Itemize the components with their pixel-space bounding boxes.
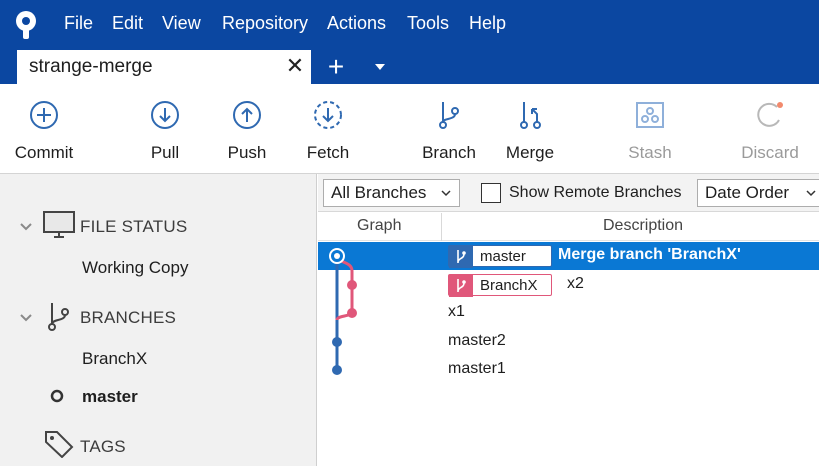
chevron-down-icon: [441, 190, 451, 197]
branch-button[interactable]: Branch: [409, 84, 489, 174]
branch-tag-label: BranchX: [480, 277, 538, 294]
branch-filter-dropdown[interactable]: All Branches: [323, 179, 460, 207]
commit-node: [347, 308, 357, 318]
menu-file[interactable]: File: [64, 13, 94, 33]
show-remote-checkbox[interactable]: [481, 183, 501, 203]
commit-node: [332, 365, 342, 375]
branch-icon: [48, 303, 69, 331]
commit-icon: [30, 101, 58, 129]
tab-label: strange-merge: [29, 56, 153, 77]
chevron-down-icon: [806, 190, 816, 197]
merge-button[interactable]: Merge: [490, 84, 570, 174]
branch-tag-label: master: [480, 248, 526, 265]
column-header: Graph Description: [318, 213, 819, 241]
commit-row[interactable]: master Merge branch 'BranchX': [318, 242, 819, 270]
commit-message: x1: [448, 303, 465, 320]
add-tab-button[interactable]: +: [327, 51, 345, 82]
merge-icon: [520, 102, 541, 129]
discard-button[interactable]: Discard: [730, 84, 810, 174]
commit-log-panel: All Branches Show Remote Branches Date O…: [318, 174, 819, 466]
graph-column-header[interactable]: Graph: [357, 217, 402, 234]
filter-bar: All Branches Show Remote Branches Date O…: [318, 174, 819, 212]
push-label: Push: [227, 143, 267, 162]
pull-icon: [151, 101, 179, 129]
show-remote-label[interactable]: Show Remote Branches: [509, 184, 682, 201]
commit-node: [334, 253, 340, 259]
fetch-button[interactable]: Fetch: [288, 84, 368, 174]
description-column-header[interactable]: Description: [603, 217, 684, 234]
commit-row[interactable]: master1: [318, 356, 819, 384]
fetch-label: Fetch: [306, 143, 350, 162]
menu-bar: File Edit View Repository Actions Tools …: [0, 0, 819, 50]
pull-label: Pull: [150, 143, 180, 162]
commit-message: master2: [448, 332, 506, 349]
branch-icon: [449, 275, 473, 297]
sidebar-item-master[interactable]: master: [82, 387, 138, 406]
branch-tag-master[interactable]: master: [448, 245, 552, 268]
file-status-header[interactable]: FILE STATUS: [80, 217, 188, 236]
menu-repository[interactable]: Repository: [222, 13, 309, 33]
push-icon: [233, 101, 261, 129]
commit-message: Merge branch 'BranchX': [558, 246, 741, 263]
commit-row[interactable]: x1: [318, 299, 819, 327]
sidebar: FILE STATUS Working Copy BRANCHES Branch…: [0, 174, 317, 466]
discard-label: Discard: [741, 143, 799, 162]
commit-node: [332, 337, 342, 347]
fetch-icon: [314, 101, 342, 129]
branch-icon: [439, 102, 459, 129]
commit-row[interactable]: BranchX x2: [318, 271, 819, 299]
column-divider[interactable]: [441, 213, 442, 241]
branch-label: Branch: [422, 143, 476, 162]
current-branch-icon: [50, 389, 64, 403]
commit-node: [347, 280, 357, 290]
push-button[interactable]: Push: [207, 84, 287, 174]
sidebar-item-working-copy[interactable]: Working Copy: [82, 258, 189, 277]
monitor-icon: [43, 211, 75, 238]
chevron-down-icon[interactable]: [19, 313, 33, 323]
commit-label: Commit: [14, 143, 74, 162]
stash-icon: [636, 102, 664, 128]
sidebar-item-branchx[interactable]: BranchX: [82, 349, 148, 368]
tab-strange-merge[interactable]: strange-merge ✕: [17, 50, 311, 84]
tags-header[interactable]: TAGS: [80, 437, 126, 456]
menu-view[interactable]: View: [162, 13, 201, 33]
branch-icon: [449, 246, 473, 268]
stash-button[interactable]: Stash: [610, 84, 690, 174]
stash-label: Stash: [628, 143, 672, 162]
commit-message: x2: [567, 275, 584, 292]
order-value: Date Order: [705, 183, 790, 202]
branches-header[interactable]: BRANCHES: [80, 308, 177, 327]
discard-icon: [757, 102, 783, 127]
menu-tools[interactable]: Tools: [407, 13, 450, 33]
pull-button[interactable]: Pull: [125, 84, 205, 174]
toolbar: Commit Pull Push Fetch Branch: [0, 84, 819, 174]
chevron-down-icon[interactable]: [19, 222, 33, 232]
order-dropdown[interactable]: Date Order: [697, 179, 819, 207]
commit-graph: [329, 248, 357, 375]
tab-strip: strange-merge ✕ +: [0, 50, 819, 84]
branch-tag-branchx[interactable]: BranchX: [448, 274, 552, 297]
branch-filter-value: All Branches: [331, 183, 427, 202]
menu-help[interactable]: Help: [469, 13, 507, 33]
commit-button[interactable]: Commit: [4, 84, 84, 174]
close-icon[interactable]: ✕: [285, 53, 305, 78]
tag-icon: [45, 431, 74, 458]
merge-label: Merge: [505, 143, 555, 162]
commit-row[interactable]: master2: [318, 328, 819, 356]
chevron-down-icon[interactable]: [372, 60, 388, 74]
menu-actions[interactable]: Actions: [327, 13, 387, 33]
sourcetree-logo-icon: [16, 11, 36, 39]
commit-message: master1: [448, 360, 506, 377]
menu-edit[interactable]: Edit: [112, 13, 144, 33]
